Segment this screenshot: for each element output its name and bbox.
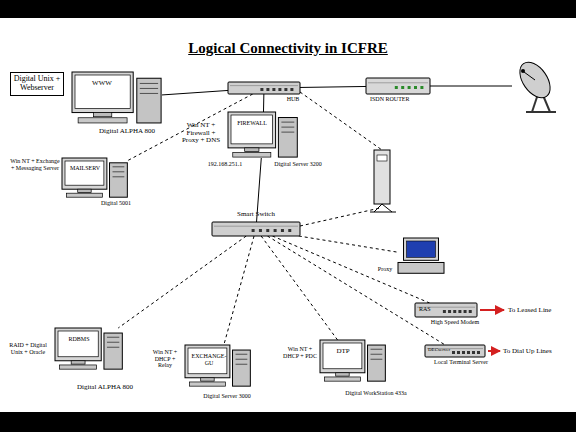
network-link	[299, 236, 398, 252]
node-text: Digital WorkStation 433a	[326, 390, 426, 397]
pc-node: Win NT + DHCP + PDCDTPDigital WorkStatio…	[320, 340, 386, 382]
node-text: High Speed Modem	[415, 319, 495, 326]
outgoing-arrow	[488, 350, 500, 352]
pc-node: Digital Unix + WebserverWWWDigital ALPHA…	[72, 72, 162, 124]
node-text: Digital Server 3200	[258, 161, 338, 168]
wire	[430, 86, 512, 87]
node-text: ISDN ROUTER	[370, 96, 450, 103]
hub-node: HUB	[228, 82, 300, 94]
network-link	[162, 90, 228, 94]
network-link	[224, 236, 254, 345]
network-link	[263, 94, 264, 112]
node-text: Win NT + DHCP + Relay	[147, 349, 183, 369]
node-text: RDBMS	[59, 336, 99, 343]
node-text: Proxy	[372, 266, 398, 273]
frame-band	[0, 412, 576, 432]
note-text: To Dial Up Lines	[503, 347, 552, 355]
node-text: MAILSERV	[66, 165, 104, 172]
node-text: DECserver	[428, 347, 468, 353]
router-node: ISDN ROUTER	[366, 78, 430, 94]
node-text: Local Terminal Server	[421, 359, 501, 366]
diagram-title: Logical Connectivity in ICFRE	[0, 40, 576, 57]
node-text: Digital Unix + Webserver	[10, 72, 64, 96]
node-text: RAID + Digital Unix + Oracle	[5, 342, 51, 355]
modem-node: DECserverLocal Terminal Server	[425, 345, 485, 357]
node-text: Digital Server 3000	[187, 393, 267, 400]
desktop-symbol	[398, 238, 444, 274]
node-text: Digital ALPHA 800	[65, 384, 145, 392]
satellite-dish	[514, 57, 557, 112]
node-text: HUB	[278, 96, 308, 103]
network-link	[118, 236, 246, 328]
node-text: 192.168.251.1	[194, 161, 256, 168]
node-text: Digital 5001	[86, 200, 146, 207]
pc-symbol	[72, 72, 162, 124]
node-text: Smart Switch	[226, 211, 286, 219]
node-text: WWW	[78, 80, 126, 88]
node-text: RAS	[419, 306, 449, 313]
router-symbol	[366, 78, 430, 94]
outgoing-arrow	[480, 309, 504, 311]
hub-symbol	[228, 82, 300, 94]
node-text: EXCHANGE-GU	[188, 353, 230, 366]
network-link	[267, 236, 445, 345]
node-text: DTP	[324, 348, 362, 356]
pc-node: Win NT + Firewall + Proxy + DNSFIREWALL1…	[228, 112, 298, 158]
node-text: Win NT + DHCP + PDC	[282, 346, 318, 359]
frame-band	[0, 0, 576, 18]
desktop-node: Proxy	[398, 238, 444, 274]
switch-node: Smart Switch	[212, 222, 300, 236]
pc-node: RAID + Digital Unix + OracleRDBMSDigital…	[55, 328, 123, 370]
switch-symbol	[212, 222, 300, 236]
pc-symbol	[320, 340, 386, 382]
pc-symbol	[185, 345, 251, 387]
pc-node: Win NT + DHCP + RelayEXCHANGE-GUDigital …	[185, 345, 251, 387]
pc-symbol	[228, 112, 298, 158]
network-link	[261, 236, 337, 340]
modem-node: RASHigh Speed Modem	[415, 303, 477, 317]
node-text: Digital ALPHA 800	[82, 128, 172, 136]
node-text: Win NT + Firewall + Proxy + DNS	[178, 122, 224, 145]
network-link	[300, 86, 366, 88]
node-text: FIREWALL	[232, 120, 272, 127]
note-text: To Leased Line	[508, 306, 551, 314]
modem-tower	[300, 92, 396, 226]
pc-symbol	[62, 158, 128, 198]
pc-node: Win NT + Exchange + Messaging ServerMAIL…	[62, 158, 128, 198]
node-text: Win NT + Exchange + Messaging Server	[10, 158, 60, 171]
pc-symbol	[55, 328, 123, 370]
